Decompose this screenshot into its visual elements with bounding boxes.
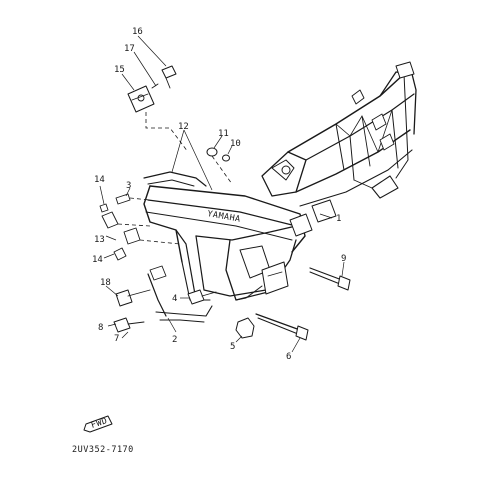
main-frame bbox=[143, 61, 417, 301]
callout-8: 8 bbox=[98, 323, 103, 333]
engine-stay-2 bbox=[147, 265, 213, 323]
collar-and-bolt bbox=[206, 147, 233, 185]
stay-12 bbox=[143, 171, 207, 187]
leader-lines bbox=[99, 35, 345, 353]
callout-3: 3 bbox=[126, 181, 131, 191]
bolt-4 bbox=[187, 289, 217, 305]
fwd-arrow-icon: FWD bbox=[83, 415, 113, 433]
lower-left-fasteners bbox=[113, 289, 151, 333]
callout-7: 7 bbox=[114, 334, 119, 344]
callout-17: 17 bbox=[124, 44, 135, 54]
callout-1: 1 bbox=[336, 214, 341, 224]
callout-12: 12 bbox=[178, 122, 189, 132]
callout-9: 9 bbox=[341, 254, 346, 264]
bolt-6 bbox=[255, 313, 309, 341]
left-fittings bbox=[99, 193, 181, 261]
callout-5: 5 bbox=[230, 342, 235, 352]
callout-6: 6 bbox=[286, 352, 291, 362]
callout-18: 18 bbox=[100, 278, 111, 288]
callout-16: 16 bbox=[132, 27, 143, 37]
callout-2: 2 bbox=[172, 335, 177, 345]
callout-14-upper: 14 bbox=[94, 175, 105, 185]
nut-5 bbox=[235, 317, 255, 339]
callout-10: 10 bbox=[230, 139, 241, 149]
callout-14-lower: 14 bbox=[92, 255, 103, 265]
callout-15: 15 bbox=[114, 65, 125, 75]
callout-4: 4 bbox=[172, 294, 177, 304]
upper-bracket-assembly bbox=[127, 65, 189, 153]
fwd-label: FWD bbox=[90, 416, 109, 431]
callout-13: 13 bbox=[94, 235, 105, 245]
callout-11: 11 bbox=[218, 129, 229, 139]
part-code: 2UV352-7170 bbox=[72, 445, 134, 455]
bolt-9 bbox=[309, 267, 351, 291]
